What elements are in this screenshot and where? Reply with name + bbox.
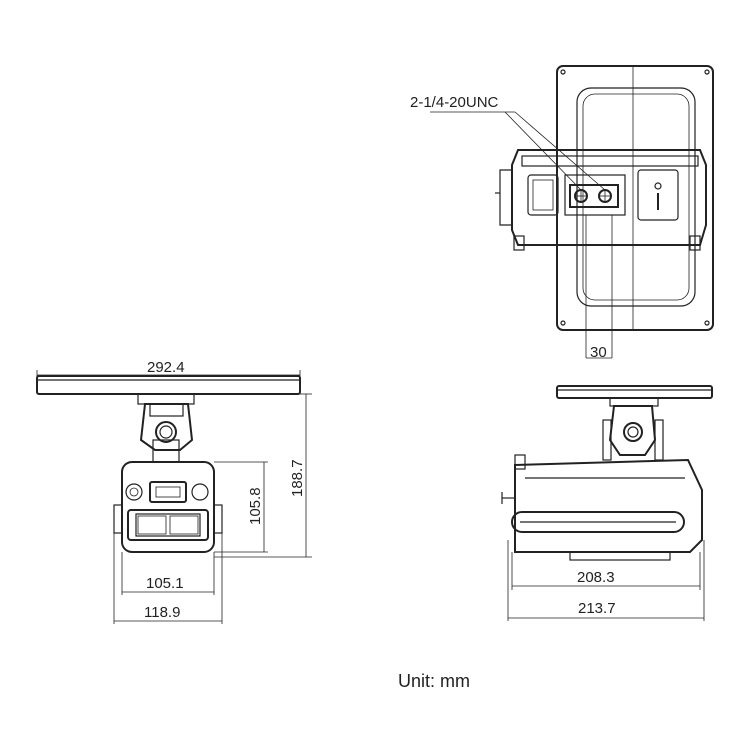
panel-hole <box>704 320 710 326</box>
panel-hole <box>704 69 710 75</box>
top-camera-side-rib <box>689 235 701 251</box>
front-view: 292.4 105.8 188.7 <box>36 359 312 624</box>
side-bracket-pivot <box>623 422 643 442</box>
top-camera-rear <box>499 169 512 226</box>
panel-hole <box>560 69 566 75</box>
front-camera-shoulder <box>113 504 123 534</box>
side-sunshield <box>511 511 685 533</box>
thread-callout-leader <box>504 111 582 191</box>
front-sensor-right <box>191 483 209 501</box>
top-panel-inner-frame-2 <box>582 93 690 301</box>
hole-spacing-dim: 30 <box>590 344 607 361</box>
unit-note: Unit: mm <box>398 671 470 691</box>
top-label-panel <box>637 169 679 221</box>
body-length-dim: 208.3 <box>577 569 615 586</box>
body-width-dim: 105.1 <box>146 575 184 592</box>
housing-width-dim: 118.9 <box>144 604 180 621</box>
top-view: 2-1/4-20UNC 30 <box>410 65 714 361</box>
panel-hole <box>560 320 566 326</box>
front-bracket-base <box>137 393 195 405</box>
top-panel-inner-frame <box>576 87 696 307</box>
overall-length-dim: 213.7 <box>578 600 616 617</box>
front-sunshield <box>127 509 209 541</box>
overall-width-dim: 292.4 <box>147 359 185 376</box>
front-camera-body <box>121 461 215 553</box>
top-camera-body <box>511 149 707 246</box>
top-mount-plate <box>564 174 626 216</box>
side-panel <box>556 385 713 399</box>
bracket-pivot <box>155 421 177 443</box>
front-panel <box>36 375 301 395</box>
top-connector-block <box>527 174 559 216</box>
side-camera-body <box>514 458 703 553</box>
top-camera-lid <box>521 155 699 167</box>
top-panel-plate <box>556 65 714 331</box>
front-bracket <box>139 403 194 451</box>
front-camera-shoulder <box>213 504 223 534</box>
thread-callout-leader <box>514 111 606 191</box>
front-lens-window <box>149 481 187 503</box>
top-camera-side-rib <box>513 235 525 251</box>
side-bracket <box>608 405 657 456</box>
side-view: 208.3 213.7 <box>501 385 713 621</box>
body-height-dim: 105.8 <box>247 487 264 525</box>
overall-height-dim: 188.7 <box>289 459 306 497</box>
front-lens-left <box>125 483 143 501</box>
thread-callout-label: 2-1/4-20UNC <box>410 94 499 111</box>
